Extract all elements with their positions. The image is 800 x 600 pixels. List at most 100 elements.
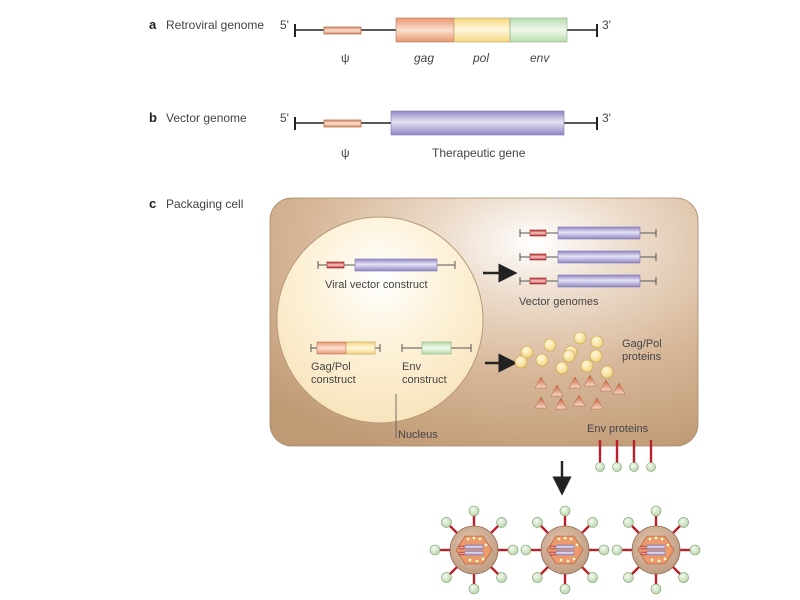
virion-psi: [549, 545, 556, 550]
env-construct: [401, 341, 472, 355]
gagpol-construct: [310, 341, 381, 355]
gagpol-protein-sphere: [589, 349, 603, 363]
env-protein-spike: [629, 440, 639, 472]
env-label: env: [530, 51, 550, 65]
viral-vector-construct: [317, 258, 456, 272]
virion-psi: [458, 551, 465, 556]
virion-protein-dot: [575, 543, 579, 547]
virion-protein-dot: [663, 557, 667, 561]
virion-spike-tip: [532, 572, 543, 583]
gag-construct-segment: [316, 341, 347, 355]
pol-gene: [453, 17, 511, 43]
virion-spike-tip: [559, 505, 571, 517]
virion-protein-dot: [559, 558, 563, 562]
virion-protein-dot: [648, 537, 652, 541]
vector-genome: [519, 274, 657, 288]
virion-spike-tip: [650, 505, 662, 517]
pol-label: pol: [472, 51, 489, 65]
panel-b-letter: b: [149, 110, 157, 125]
gagpol-protein-sphere: [600, 365, 614, 379]
virion-spike-tip: [496, 572, 507, 583]
psi-label-a: ψ: [341, 51, 350, 65]
virion-spike-tip: [587, 572, 598, 583]
gagpol-proteins-label-line2: proteins: [622, 351, 662, 363]
psi-element: [529, 253, 547, 261]
gagpol-protein-sphere: [580, 359, 594, 373]
virion-spike-tip: [429, 544, 441, 556]
nucleus-label: Nucleus: [398, 429, 438, 441]
virion-capsid: [637, 535, 675, 565]
protein-triangle: [550, 384, 564, 397]
virion-protein-dot: [657, 559, 661, 563]
vector-genome: [519, 226, 657, 240]
virion-protein-dot: [481, 557, 485, 561]
virion-spike-tip: [532, 517, 543, 528]
gag-label: gag: [414, 51, 434, 65]
virion: [429, 505, 519, 595]
virion-spike-tip: [611, 544, 623, 556]
protein-triangle: [612, 382, 626, 395]
gagpol-protein-sphere: [590, 335, 604, 349]
gagpol-protein-sphere: [573, 331, 587, 345]
virion-genome: [555, 550, 575, 556]
five-prime-label-b: 5': [280, 111, 289, 125]
virion-spike-tip: [468, 583, 480, 595]
psi-label-b: ψ: [341, 146, 350, 160]
gagpol-construct-label-line2: construct: [311, 374, 356, 386]
virion: [611, 505, 701, 595]
panel-a-retroviral-genome: a Retroviral genome 5' 3' ψ gag pol env: [149, 17, 611, 65]
virion-spike-tip: [520, 544, 532, 556]
virion-protein-dot: [569, 537, 573, 541]
virion-genome: [555, 544, 575, 550]
virion-psi: [458, 545, 465, 550]
virion-protein-dot: [650, 558, 654, 562]
virion-spike-tip: [623, 572, 634, 583]
psi-element-a: [323, 26, 362, 35]
protein-triangle: [572, 394, 586, 407]
panel-c-title: Packaging cell: [166, 197, 243, 211]
vector-genomes: [519, 226, 657, 288]
gagpol-protein-sphere: [543, 338, 557, 352]
virion-genome: [646, 544, 666, 550]
virion-protein-dot: [654, 536, 658, 540]
virion-protein-dot: [472, 536, 476, 540]
protein-triangle: [554, 397, 568, 410]
virion-capsid: [455, 535, 493, 565]
therapeutic-gene: [557, 274, 641, 288]
gagpol-protein-sphere: [555, 361, 569, 375]
pol-construct-segment: [345, 341, 376, 355]
virions: [429, 505, 701, 595]
env-construct-label-line1: Env: [402, 361, 421, 373]
gagpol-proteins-label-line1: Gag/Pol: [622, 338, 662, 350]
therapeutic-gene-label: Therapeutic gene: [432, 146, 526, 160]
gagpol-protein-sphere: [535, 353, 549, 367]
virion-spike-tip: [559, 583, 571, 595]
virion-spike-tip: [468, 505, 480, 517]
virion-spike-tip: [689, 544, 701, 556]
protein-triangle: [599, 379, 613, 392]
virion: [520, 505, 610, 595]
virion-protein-dot: [475, 559, 479, 563]
nucleus: [276, 216, 484, 424]
gagpol-construct-label-line1: Gag/Pol: [311, 361, 351, 373]
env-protein-spike: [595, 440, 605, 472]
virion-spike-tip: [598, 544, 610, 556]
env-gene: [509, 17, 568, 43]
protein-triangle: [534, 376, 548, 389]
gagpol-protein-sphere: [520, 345, 534, 359]
virion-capsid: [546, 535, 584, 565]
env-proteins: [595, 440, 656, 472]
virion-spike-tip: [441, 572, 452, 583]
panel-a-letter: a: [149, 17, 157, 32]
gag-gene: [395, 17, 455, 43]
virion-protein-dot: [660, 537, 664, 541]
panel-a-title: Retroviral genome: [166, 18, 264, 32]
three-prime-label-a: 3': [602, 18, 611, 32]
protein-triangle: [568, 376, 582, 389]
psi-element-b: [323, 119, 362, 128]
env-protein-spike: [612, 440, 622, 472]
therapeutic-gene: [557, 250, 641, 264]
env-protein-spike: [646, 440, 656, 472]
virion-protein-dot: [468, 558, 472, 562]
